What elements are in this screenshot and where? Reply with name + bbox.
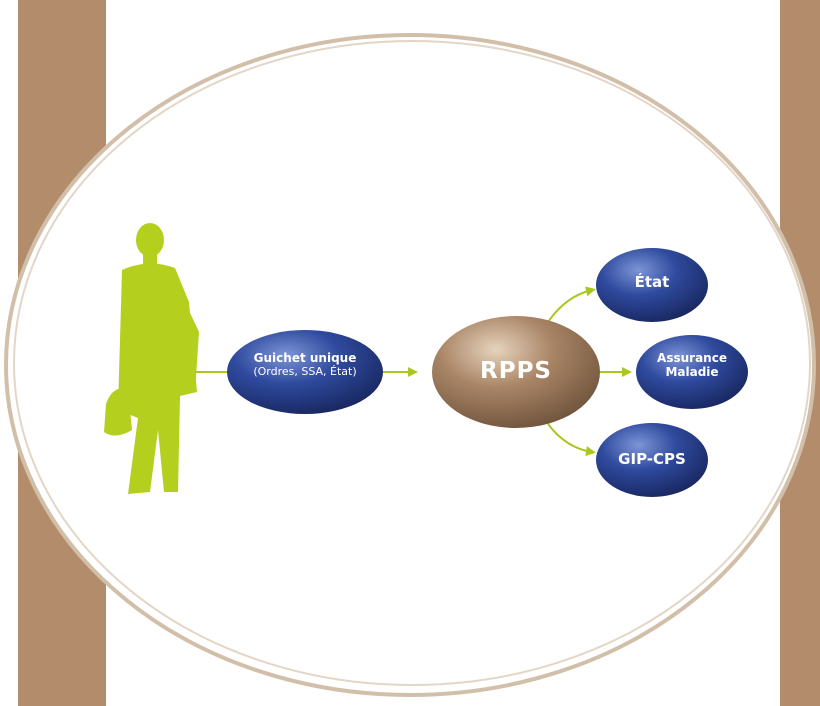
node-gip-cps <box>596 423 708 497</box>
node-rpps <box>432 316 600 428</box>
arrow-rpps-gip <box>547 423 596 457</box>
guichet-subtitle: (Ordres, SSA, État) <box>253 364 357 378</box>
assurance-line2: Maladie <box>665 364 719 379</box>
assurance-maladie-label: Assurance Maladie <box>636 351 748 380</box>
node-assurance-maladie <box>636 335 748 409</box>
outer-ring <box>4 33 816 697</box>
node-etat <box>596 248 708 322</box>
guichet-label: Guichet unique (Ordres, SSA, État) <box>228 351 382 378</box>
assurance-line1: Assurance <box>657 351 727 365</box>
gip-cps-label: GIP-CPS <box>618 450 686 468</box>
briefcase-icon <box>104 387 132 436</box>
etat-label: État <box>634 273 670 291</box>
guichet-title: Guichet unique <box>253 351 357 365</box>
inner-ring <box>13 40 811 686</box>
arrow-rpps-etat <box>547 286 596 323</box>
person-silhouette-icon <box>118 223 199 494</box>
rpps-label: RPPS <box>480 358 552 384</box>
node-guichet-unique <box>227 330 383 414</box>
